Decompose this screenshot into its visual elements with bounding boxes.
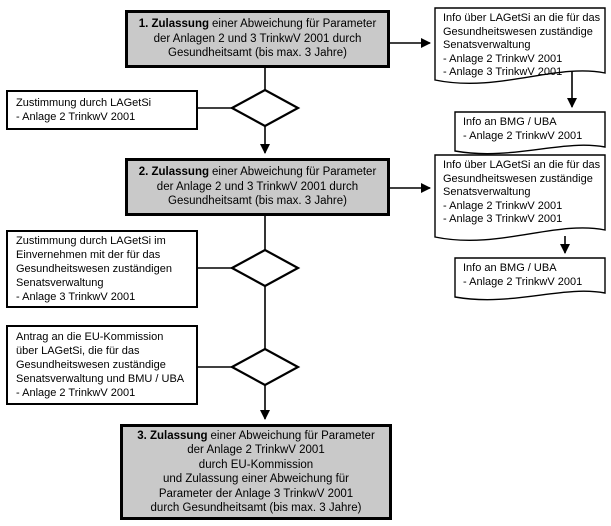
document-info-senatsverwaltung-1: Info über LAGetSi an die für das Gesundh… [434, 7, 606, 91]
side-box-antrag-eu-kommission: Antrag an die EU-Kommission über LAGetSi… [6, 325, 198, 405]
side-box-zustimmung-einvernehmen: Zustimmung durch LAGetSi im Einvernehmen… [6, 230, 198, 308]
process-box-3-body: einer Abweichung für Parameter der Anlag… [150, 429, 375, 515]
document-info-bmg-uba-1: Info an BMG / UBA - Anlage 2 TrinkwV 200… [454, 111, 606, 159]
decision-diamond-3 [229, 347, 301, 387]
side-box-1-text: Zustimmung durch LAGetSi - Anlage 2 Trin… [16, 97, 152, 123]
document-2-text: Info an BMG / UBA - Anlage 2 TrinkwV 200… [463, 116, 583, 142]
process-box-2-number: 2. Zulassung [138, 166, 209, 179]
document-1-text: Info über LAGetSi an die für das Gesundh… [443, 12, 601, 78]
decision-diamond-1 [229, 88, 301, 128]
document-shape-icon [454, 111, 606, 155]
process-box-2-body: einer Abweichung für Parameter der Anlag… [156, 166, 377, 208]
side-box-zustimmung-lagetsi: Zustimmung durch LAGetSi - Anlage 2 Trin… [6, 90, 198, 130]
process-box-1-body: einer Abweichung für Parameter der Anlag… [153, 18, 377, 60]
document-shape-icon [434, 154, 606, 241]
process-box-3-number: 3. Zulassung [137, 429, 208, 442]
decision-diamond-2 [229, 248, 301, 288]
side-box-3-text: Antrag an die EU-Kommission über LAGetSi… [16, 331, 185, 399]
document-3-text: Info über LAGetSi an die für das Gesundh… [443, 159, 601, 225]
document-info-bmg-uba-2: Info an BMG / UBA - Anlage 2 TrinkwV 200… [454, 257, 606, 305]
document-info-senatsverwaltung-2: Info über LAGetSi an die für das Gesundh… [434, 154, 606, 248]
process-box-1-number: 1. Zulassung [138, 18, 209, 31]
document-shape-icon [434, 7, 606, 84]
document-shape-icon [454, 257, 606, 301]
document-4-text: Info an BMG / UBA - Anlage 2 TrinkwV 200… [463, 262, 583, 288]
side-box-2-text: Zustimmung durch LAGetSi im Einvernehmen… [16, 235, 172, 303]
